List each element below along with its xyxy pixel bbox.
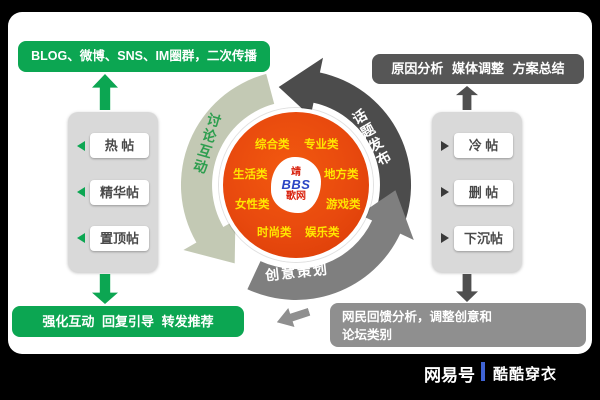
- cold-posts-panel: 冷 帖 删 帖 下沉帖: [432, 112, 522, 272]
- category-entertainment: 娱乐类: [305, 227, 340, 239]
- logo-bbs-text: BBS: [281, 177, 311, 193]
- left-arrow-icon: [77, 233, 85, 244]
- category-female: 女性类: [235, 199, 270, 211]
- panel-row-sunk: 下沉帖: [441, 225, 513, 251]
- cycle-ring: [180, 57, 414, 300]
- panel-row-hot: 热 帖: [77, 133, 149, 159]
- account-name: 酷酷穿衣: [493, 366, 558, 383]
- bbs-site-logo: 靖 BBS 歌网: [271, 157, 321, 213]
- right-arrow-icon: [441, 187, 449, 197]
- category-fashion: 时尚类: [257, 227, 292, 239]
- deleted-post-pill: 删 帖: [454, 179, 513, 205]
- right-arrow-icon: [441, 233, 449, 244]
- interaction-guide-box: 强化互动 回复引导 转发推荐: [12, 306, 244, 337]
- cycle-arc-creative-plan: [247, 190, 414, 300]
- logo-top-char: 靖: [291, 166, 301, 178]
- secondary-spread-box: BLOG、微博、SNS、IM圈群，二次传播: [18, 41, 270, 72]
- panel-row-deleted: 删 帖: [441, 179, 513, 205]
- cycle-arc-topic-publish: [278, 57, 412, 225]
- feedback-analysis-line1: 网民回馈分析，调整创意和: [342, 310, 493, 324]
- essence-post-pill: 精华帖: [90, 179, 149, 205]
- sunk-post-pill: 下沉帖: [454, 225, 513, 251]
- category-games: 游戏类: [326, 199, 361, 211]
- logo-bottom-chars: 歌网: [286, 190, 306, 202]
- right-arrow-icon: [441, 140, 449, 151]
- netease-brand-logo: 网易号: [424, 366, 475, 385]
- hot-posts-panel: 热 帖 精华帖 置顶帖: [68, 112, 158, 272]
- category-general: 综合类: [255, 139, 290, 151]
- left-arrow-icon: [77, 140, 85, 151]
- panel-row-cold: 冷 帖: [441, 133, 513, 159]
- footer-divider: [481, 362, 485, 381]
- analysis-summary-box: 原因分析 媒体调整 方案总结: [372, 54, 584, 84]
- feedback-analysis-box: 网民回馈分析，调整创意和 论坛类别: [330, 303, 586, 347]
- cycle-arc-discussion: [180, 73, 275, 264]
- hot-post-pill: 热 帖: [90, 133, 149, 159]
- pinned-post-pill: 置顶帖: [90, 225, 149, 251]
- cold-post-pill: 冷 帖: [454, 133, 513, 159]
- forum-categories-circle: 综合类 专业类 生活类 地方类 女性类 游戏类 时尚类 娱乐类 靖 BBS 歌网: [219, 108, 373, 262]
- category-professional: 专业类: [304, 139, 339, 151]
- category-local: 地方类: [324, 169, 359, 181]
- category-life: 生活类: [233, 169, 268, 181]
- panel-row-essence: 精华帖: [77, 179, 149, 205]
- feedback-analysis-line2: 论坛类别: [342, 328, 393, 343]
- panel-row-pinned: 置顶帖: [77, 225, 149, 251]
- left-arrow-icon: [77, 187, 85, 197]
